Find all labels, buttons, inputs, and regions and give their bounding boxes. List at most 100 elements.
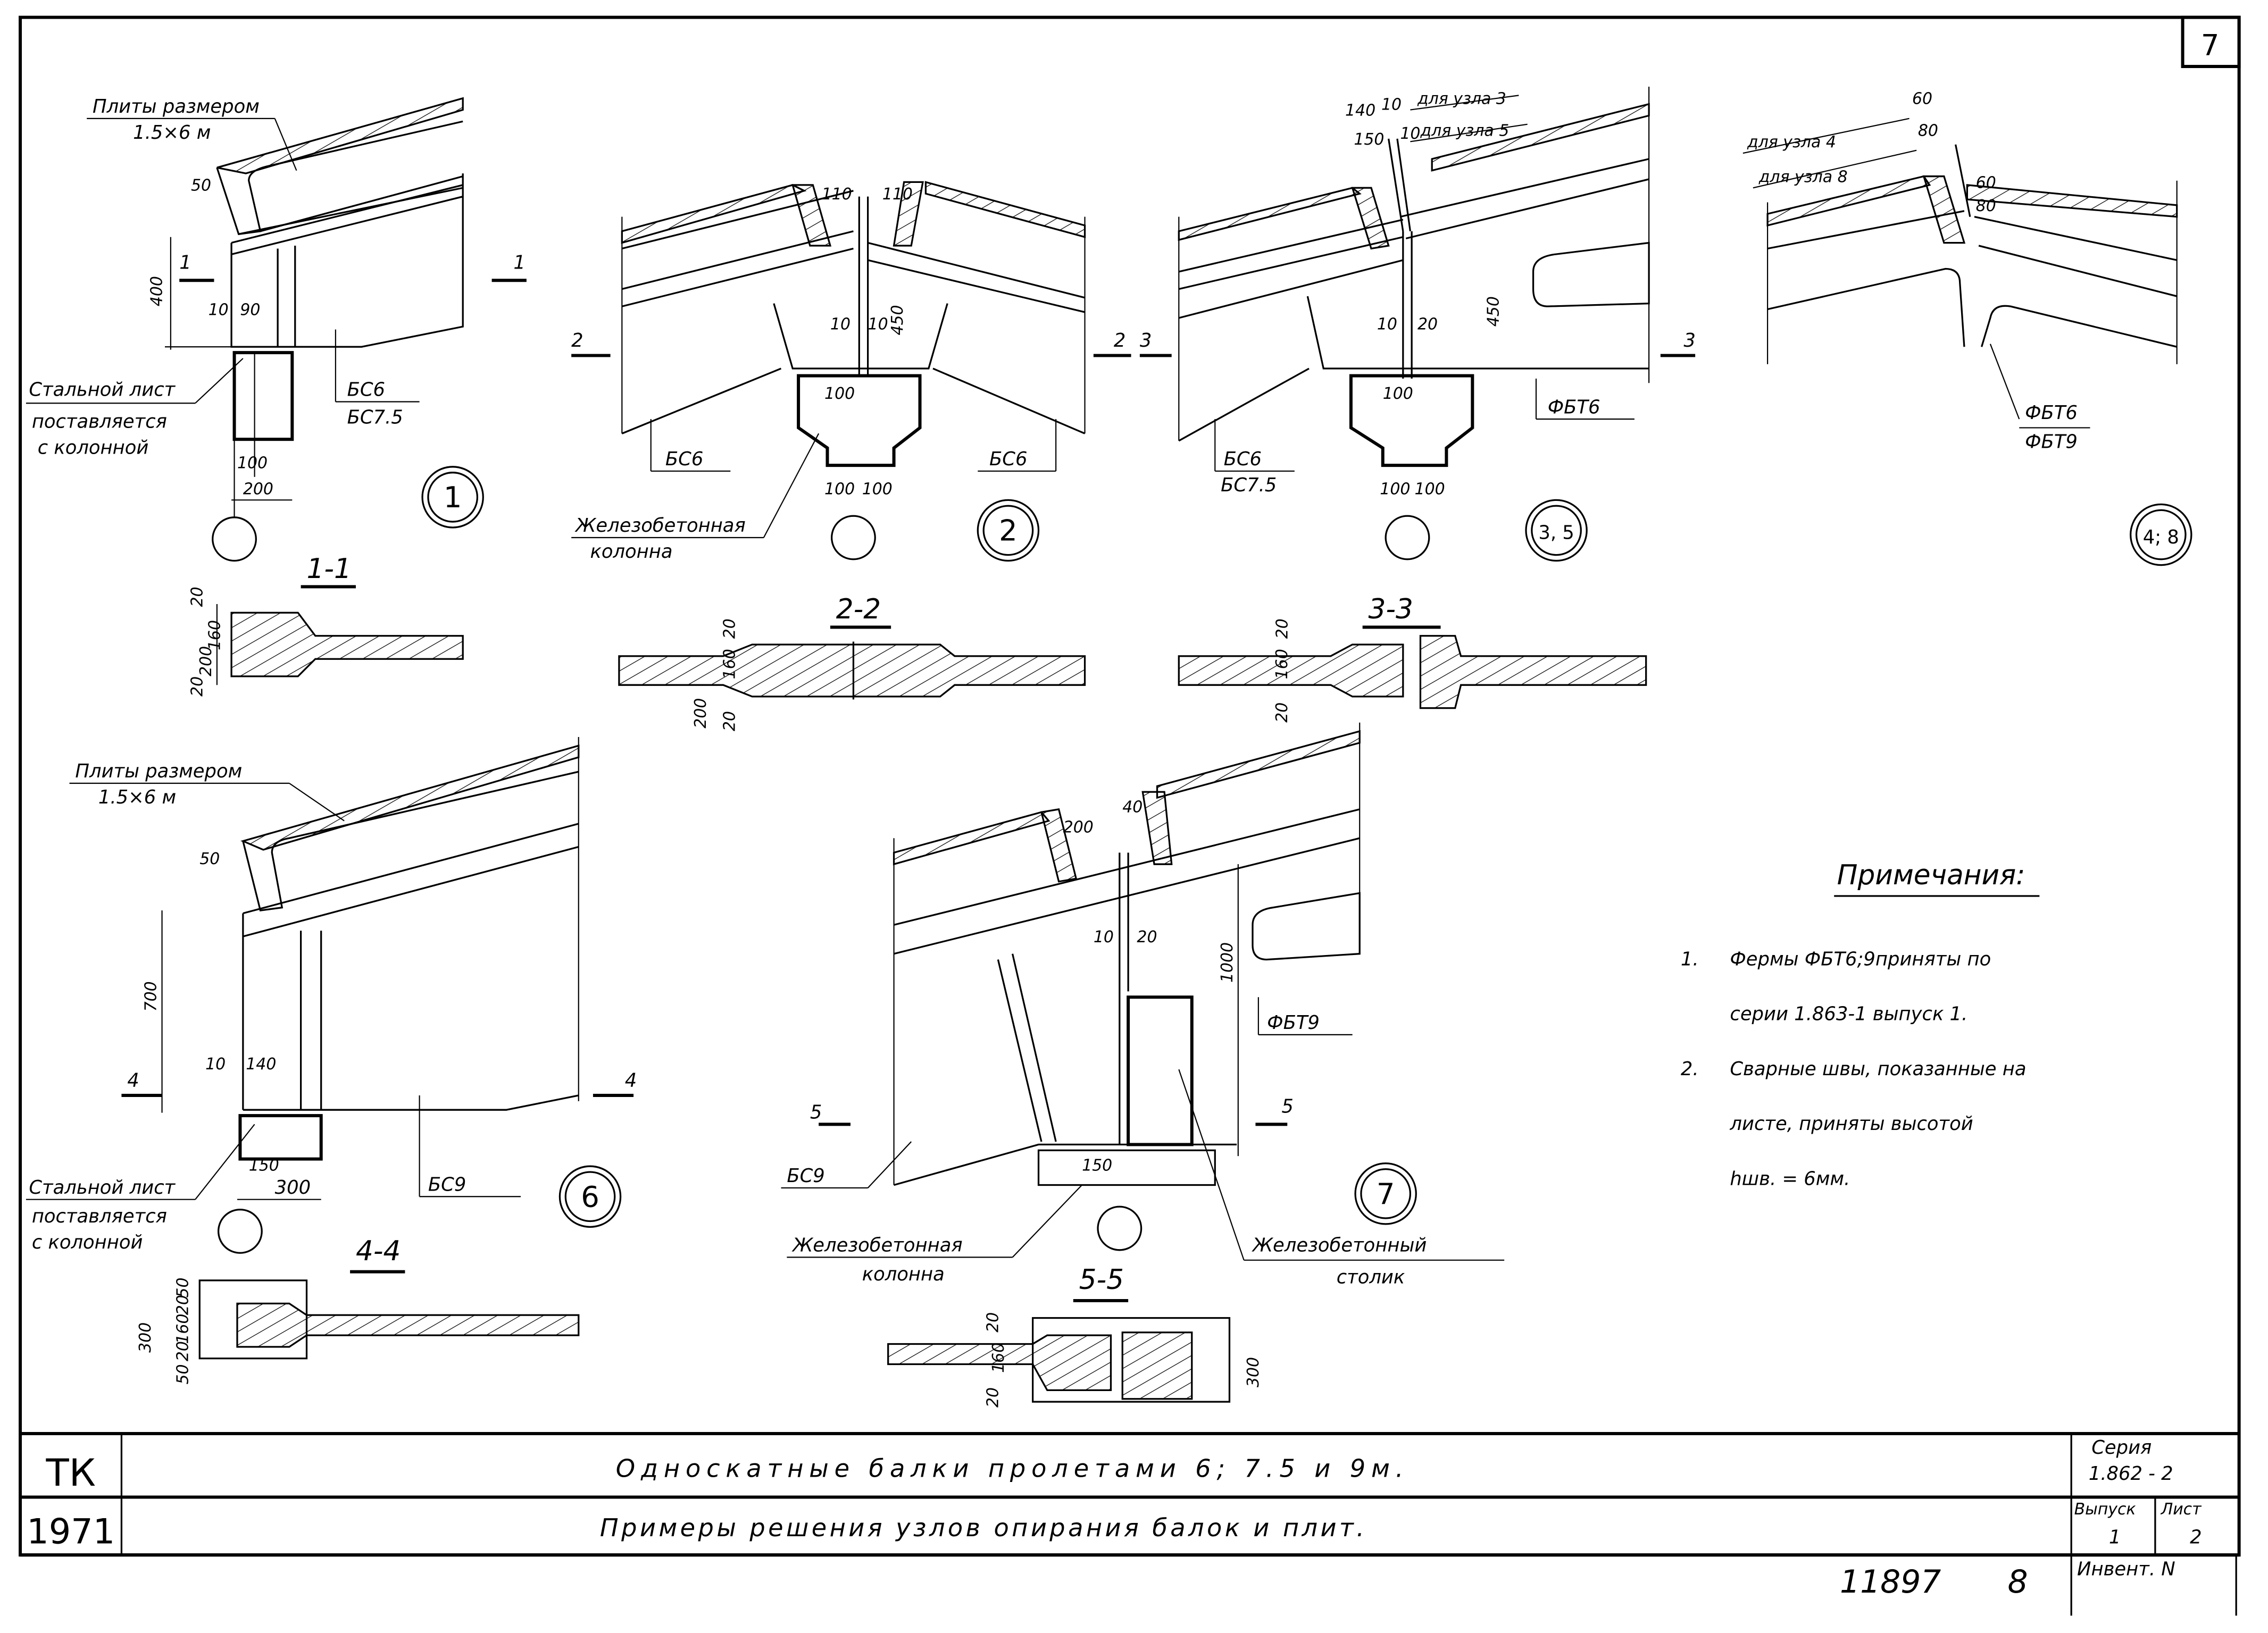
dim-1000: 1000	[1218, 942, 1237, 983]
dim: 300	[136, 1322, 155, 1353]
detail-bubble-2	[977, 499, 1040, 562]
dim-400: 400	[148, 276, 166, 306]
corner-number-box: 7	[2181, 15, 2241, 69]
dim-100-right: 100	[1415, 480, 1445, 498]
dim: 20	[720, 711, 739, 731]
detail-number-7: 7	[1377, 1177, 1395, 1211]
detail-number-1: 1	[444, 481, 462, 514]
section-marker-2-left: 2	[571, 330, 583, 351]
table-note-2: столик	[1337, 1266, 1405, 1288]
dim: 160	[720, 649, 739, 679]
beam-mark-left: БС6	[665, 448, 703, 470]
dim-10: 10	[205, 1055, 226, 1074]
dim-100-top: 100	[824, 384, 855, 403]
section-title-2-2: 2-2	[836, 593, 881, 625]
truss-mark-fbt9: ФБТ9	[2025, 431, 2078, 453]
beam-mark-bs7-5: БС7.5	[1221, 474, 1277, 496]
dim-10-right: 10	[868, 315, 888, 334]
dim-80-left: 80	[1918, 121, 1938, 140]
dim-100-left: 100	[1380, 480, 1410, 498]
dim: 50	[174, 1364, 193, 1385]
truss-mark-fbt6: ФБТ6	[1548, 396, 1600, 418]
detail-bubble-6	[558, 1165, 622, 1228]
dim-10: 10	[209, 300, 229, 319]
slab-size: 1.5×6 м	[98, 786, 176, 808]
dim-100-left: 100	[824, 480, 855, 498]
drawing-title: Односкатные балки пролетами 6; 7.5 и 9м.	[616, 1454, 1410, 1483]
dim: 20	[983, 1387, 1002, 1408]
section-marker-1-right: 1	[513, 252, 525, 274]
dim-100: 100	[237, 454, 268, 473]
dim: 160	[1273, 649, 1291, 679]
section-title-4-4: 4-4	[356, 1235, 401, 1267]
detail-bubble-4-8	[2130, 503, 2192, 566]
sheet-value: 2	[2190, 1527, 2202, 1548]
dim-110-left: 110	[822, 185, 852, 204]
column-note: Железобетонная	[574, 515, 745, 537]
detail-number-4-8: 4; 8	[2143, 526, 2179, 548]
detail-number-3-5: 3, 5	[1538, 522, 1574, 544]
note-2-line-2: листе, приняты высотой	[1729, 1113, 1973, 1135]
inventory-number: 11897	[1840, 1563, 1941, 1601]
note-2-line-3: hшв. = 6мм.	[1730, 1168, 1850, 1190]
sheet-label: Лист	[2161, 1500, 2202, 1519]
section-marker-3-left: 3	[1140, 330, 1152, 351]
truss-mark-fbt6: ФБТ6	[2025, 402, 2078, 424]
dim-90: 90	[240, 300, 260, 319]
dim-80-right: 80	[1976, 197, 1996, 215]
inventory-label: Инвент. N	[2077, 1558, 2175, 1580]
axis-bubble	[1385, 515, 1430, 560]
detail-bubble-7	[1354, 1162, 1417, 1225]
dim-100-top: 100	[1383, 384, 1413, 403]
dim-300: 300	[275, 1177, 311, 1199]
axis-bubble	[212, 516, 257, 562]
section-marker-5-right: 5	[1281, 1096, 1293, 1118]
section-5-5: 5-5 20 160 20 300	[887, 1264, 1263, 1408]
slab-callout: Плиты размером	[93, 96, 260, 118]
slab-callout: Плиты размером	[75, 760, 242, 782]
dim: 200	[691, 698, 710, 728]
title-block: ТК 1971 Односкатные балки пролетами 6; 7…	[20, 1433, 2239, 1616]
section-4-4: 4-4 300 50 20 160 20 50	[136, 1235, 580, 1385]
section-marker-2-right: 2	[1114, 330, 1125, 351]
dim-60-left: 60	[1912, 90, 1932, 108]
dim-50: 50	[199, 850, 220, 868]
detail-6: Плиты размером 1.5×6 м 700 50 10 140 150…	[26, 737, 637, 1254]
note-node-5: для узла 5	[1420, 121, 1509, 140]
dim: 160	[989, 1343, 1008, 1373]
dim-150: 150	[1354, 130, 1384, 149]
beam-mark-bs7-5: БС7.5	[347, 406, 403, 428]
dim: 50	[174, 1277, 193, 1297]
section-3-3: 3-3 20 160 20	[1178, 593, 1647, 723]
dim-200: 200	[1063, 818, 1094, 836]
detail-number-6: 6	[581, 1180, 599, 1213]
detail-bubble-3-5	[1525, 499, 1588, 562]
dim-140: 140	[246, 1055, 276, 1074]
dim-60-right: 60	[1976, 173, 1996, 192]
table-note: Железобетонный	[1252, 1235, 1427, 1257]
dim: 20	[174, 1341, 193, 1361]
dim: 20	[1273, 618, 1291, 639]
dim-450: 450	[1484, 296, 1503, 326]
dim-140: 140	[1345, 101, 1375, 120]
beam-mark-bs9: БС9	[428, 1174, 466, 1195]
dim-200: 200	[243, 480, 273, 498]
detail-4-8: для узла 4 для узла 8 60 80 60 80 ФБТ6 Ф…	[1742, 90, 2192, 566]
section-marker-1-left: 1	[179, 252, 191, 274]
section-marker-4-right: 4	[625, 1070, 637, 1092]
note-number-1: 1.	[1681, 948, 1699, 970]
dim: 200	[197, 646, 215, 676]
column-note-2: колонна	[590, 541, 673, 563]
dim: 20	[720, 618, 739, 639]
notes-heading: Примечания:	[1837, 859, 2025, 891]
note-node-4: для узла 4	[1747, 133, 1836, 152]
year: 1971	[27, 1512, 115, 1552]
dim-10: 10	[1094, 928, 1114, 947]
dim-110-right: 110	[882, 185, 913, 204]
series-value: 1.862 - 2	[2089, 1463, 2173, 1485]
dim-150: 150	[1082, 1156, 1112, 1175]
dim-40: 40	[1122, 798, 1143, 816]
steel-sheet-note-3: с колонной	[38, 437, 149, 458]
dim: 160	[174, 1313, 193, 1344]
